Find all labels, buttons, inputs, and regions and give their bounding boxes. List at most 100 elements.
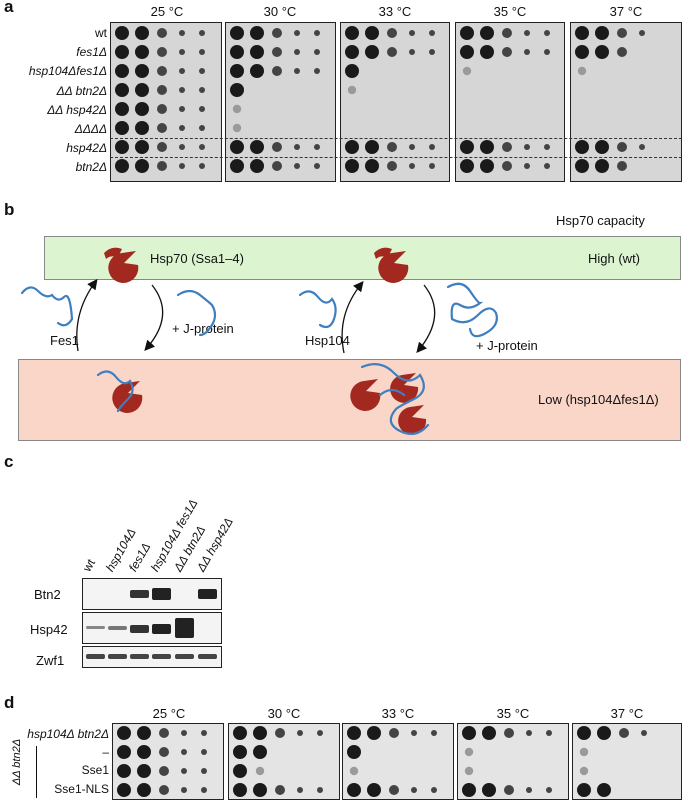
lane-label-wt: wt <box>79 556 98 574</box>
yeast-spot <box>230 26 244 40</box>
strain-dd-btn2: ΔΔ btn2Δ <box>56 84 107 98</box>
yeast-spot <box>387 161 397 171</box>
yeast-spot <box>199 163 205 169</box>
yeast-spot <box>233 764 247 778</box>
yeast-spot <box>157 104 167 114</box>
band-zwf1-dd-hsp42 <box>198 654 217 659</box>
yeast-spot <box>504 728 514 738</box>
yeast-spot <box>115 83 129 97</box>
yeast-spot <box>546 730 552 736</box>
yeast-spot <box>230 45 244 59</box>
band-hsp42-hsp104 <box>108 626 127 630</box>
yeast-spot <box>347 745 361 759</box>
yeast-spot <box>199 125 205 131</box>
yeast-spot <box>159 766 169 776</box>
jprotein-label-left: + J-protein <box>172 321 234 336</box>
yeast-spot <box>579 766 589 776</box>
yeast-spot <box>526 787 532 793</box>
strain-hsp104-fes1: hsp104Δfes1Δ <box>28 64 107 78</box>
strain-wt: wt <box>95 26 107 40</box>
substrate-bound-1 <box>96 370 134 413</box>
yeast-spot <box>526 730 532 736</box>
yeast-spot <box>577 783 591 797</box>
plate-a-25 <box>110 22 222 182</box>
yeast-spot <box>575 26 589 40</box>
yeast-spot <box>181 749 187 755</box>
yeast-spot <box>411 787 417 793</box>
yeast-spot <box>232 123 242 133</box>
yeast-spot <box>159 728 169 738</box>
yeast-spot <box>272 142 282 152</box>
yeast-spot <box>157 66 167 76</box>
yeast-spot <box>294 49 300 55</box>
arrow-jprotein-down-left <box>144 284 164 351</box>
yeast-spot <box>179 68 185 74</box>
header-strain-d: hsp104Δ btn2Δ <box>27 727 109 741</box>
yeast-spot <box>253 745 267 759</box>
yeast-spot <box>181 768 187 774</box>
yeast-spot <box>365 26 379 40</box>
yeast-spot <box>347 726 361 740</box>
yeast-spot <box>460 159 474 173</box>
yeast-spot <box>317 787 323 793</box>
strain-hsp42: hsp42Δ <box>66 141 107 155</box>
yeast-spot <box>181 787 187 793</box>
yeast-spot <box>199 30 205 36</box>
hsp70-shape-high-left <box>104 247 139 283</box>
band-hsp42-fes1 <box>130 625 149 633</box>
yeast-spot <box>317 730 323 736</box>
strain-fes1: fes1Δ <box>76 45 107 59</box>
yeast-spot <box>157 161 167 171</box>
yeast-spot <box>250 159 264 173</box>
panel-a-letter: a <box>4 0 14 16</box>
capacity-title: Hsp70 capacity <box>556 213 645 228</box>
yeast-spot <box>233 745 247 759</box>
yeast-spot <box>544 30 550 36</box>
yeast-spot <box>480 45 494 59</box>
yeast-spot <box>429 144 435 150</box>
temp-d-33: 33 °C <box>381 706 415 721</box>
yeast-spot <box>159 785 169 795</box>
yeast-spot <box>294 30 300 36</box>
yeast-spot <box>460 26 474 40</box>
panel-b-letter: b <box>4 200 15 219</box>
yeast-spot <box>639 30 645 36</box>
yeast-spot <box>387 47 397 57</box>
temp-d-25: 25 °C <box>152 706 186 721</box>
yeast-spot <box>232 104 242 114</box>
temp-label-37: 37 °C <box>609 4 643 19</box>
substrate-aggregate <box>360 362 430 436</box>
yeast-spot <box>159 747 169 757</box>
temp-label-25: 25 °C <box>150 4 184 19</box>
yeast-spot <box>179 144 185 150</box>
yeast-spot <box>135 83 149 97</box>
yeast-spot <box>272 47 282 57</box>
yeast-spot <box>544 144 550 150</box>
yeast-spot <box>482 783 496 797</box>
yeast-spot <box>462 66 472 76</box>
yeast-spot <box>117 745 131 759</box>
yeast-spot <box>575 45 589 59</box>
yeast-spot <box>255 766 265 776</box>
yeast-spot <box>314 49 320 55</box>
high-label: High (wt) <box>588 251 641 266</box>
yeast-spot <box>250 26 264 40</box>
yeast-spot <box>230 83 244 97</box>
yeast-spot <box>272 66 282 76</box>
band-zwf1-hsp104-fes1 <box>152 654 171 659</box>
yeast-spot <box>230 64 244 78</box>
yeast-spot <box>345 159 359 173</box>
yeast-spot <box>201 787 207 793</box>
yeast-spot <box>409 49 415 55</box>
yeast-spot <box>253 726 267 740</box>
yeast-spot <box>502 142 512 152</box>
yeast-spot <box>115 102 129 116</box>
band-btn2-fes1 <box>130 590 149 598</box>
yeast-spot <box>367 726 381 740</box>
yeast-spot <box>157 47 167 57</box>
low-label: Low (hsp104Δfes1Δ) <box>538 392 659 407</box>
band-hsp42-wt <box>86 626 105 629</box>
yeast-spot <box>137 726 151 740</box>
yeast-spot <box>314 30 320 36</box>
yeast-spot <box>429 49 435 55</box>
